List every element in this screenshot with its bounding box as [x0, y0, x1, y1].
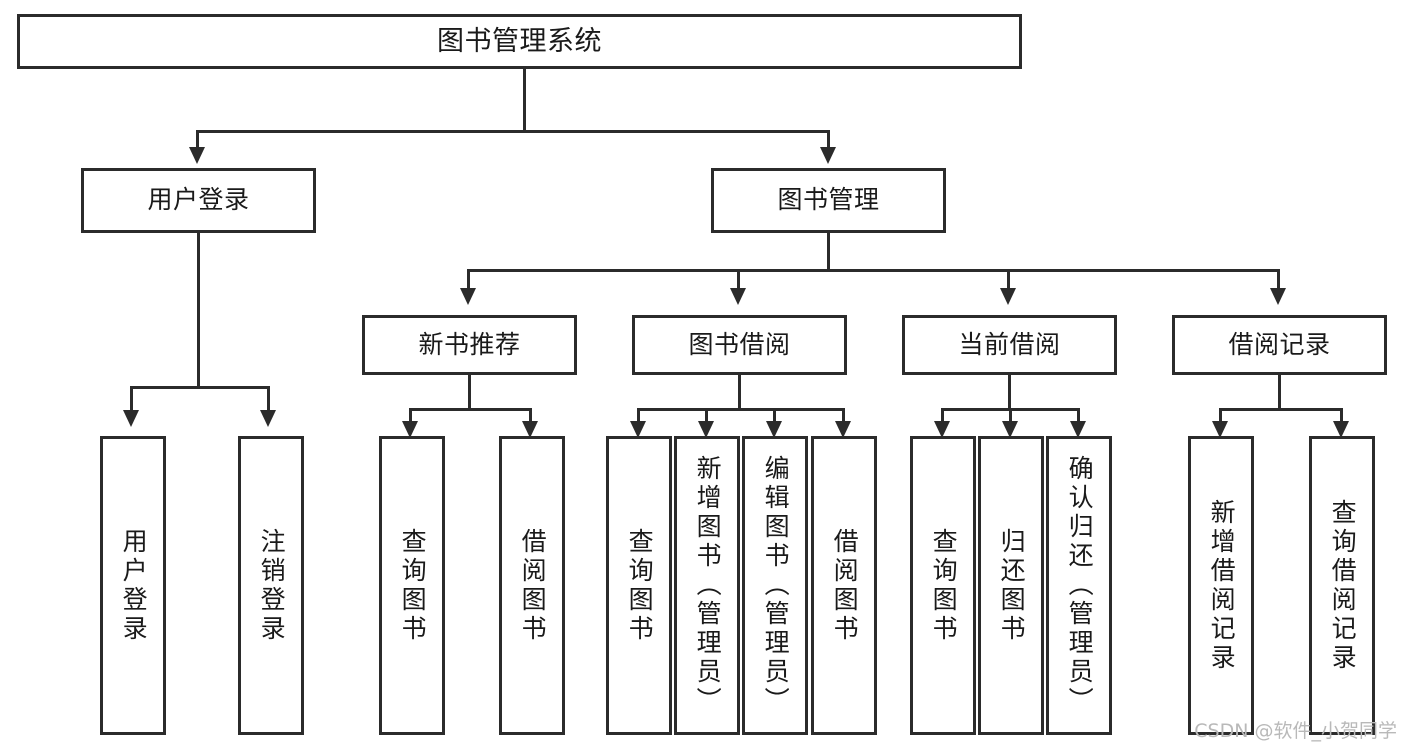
arrowhead-newbook	[460, 288, 476, 305]
node-leaf-logout[interactable]: 注销登录	[238, 436, 304, 735]
node-book-borrow[interactable]: 图书借阅	[632, 315, 847, 375]
node-label: 图书管理系统	[437, 25, 602, 57]
node-leaf-add-borrow-record[interactable]: 新增借阅记录	[1188, 436, 1254, 735]
node-leaf-query-book-borrow[interactable]: 查询图书	[606, 436, 672, 735]
arrowhead-leaf-bookborrow-4	[835, 421, 851, 438]
connector-bookmgmt-to-bookborrow	[737, 269, 740, 289]
connector-currentborrow-leaf-3	[1077, 408, 1080, 424]
connector-bookborrow-bus	[637, 408, 845, 411]
connector-currentborrow-stem	[1008, 375, 1011, 410]
node-label: 查询图书	[929, 527, 959, 644]
arrowhead-leaf-currentborrow-2	[1002, 421, 1018, 438]
connector-bookmgmt-to-newbook	[467, 269, 470, 289]
arrowhead-leaf-newbook-2	[522, 421, 538, 438]
node-label: 用户登录	[147, 185, 250, 215]
connector-userlogin-leaf-2	[267, 386, 270, 411]
node-label: 图书管理	[777, 185, 880, 215]
connector-userlogin-stem	[197, 233, 200, 388]
arrowhead-userlogin	[189, 147, 205, 164]
connector-root-stem	[523, 69, 526, 132]
connector-newbook-bus	[409, 408, 532, 411]
node-label: 查询借阅记录	[1328, 498, 1358, 673]
node-label: 新增图书（管理员）	[693, 455, 723, 716]
node-leaf-confirm-return-admin[interactable]: 确认归还（管理员）	[1046, 436, 1112, 735]
arrowhead-leaf-borrowrecord-2	[1333, 421, 1349, 438]
node-book-management[interactable]: 图书管理	[711, 168, 946, 233]
node-root-system[interactable]: 图书管理系统	[17, 14, 1022, 69]
node-current-borrow[interactable]: 当前借阅	[902, 315, 1117, 375]
connector-userlogin-bus	[130, 386, 270, 389]
connector-borrowrecord-bus	[1219, 408, 1343, 411]
node-leaf-add-book-admin[interactable]: 新增图书（管理员）	[674, 436, 740, 735]
connector-bookborrow-leaf-2	[705, 408, 708, 424]
arrowhead-leaf-user-login	[123, 410, 139, 427]
arrowhead-leaf-currentborrow-3	[1070, 421, 1086, 438]
arrowhead-bookborrow	[730, 288, 746, 305]
connector-bookmgmt-to-borrowrecord	[1277, 269, 1280, 289]
node-label: 查询图书	[398, 527, 428, 644]
connector-borrowrecord-stem	[1278, 375, 1281, 410]
node-label: 用户登录	[119, 527, 149, 644]
node-user-login[interactable]: 用户登录	[81, 168, 316, 233]
arrowhead-leaf-bookborrow-2	[698, 421, 714, 438]
connector-bookborrow-stem	[738, 375, 741, 410]
node-label: 注销登录	[257, 527, 287, 644]
node-label: 当前借阅	[958, 329, 1061, 359]
node-leaf-edit-book-admin[interactable]: 编辑图书（管理员）	[742, 436, 808, 735]
arrowhead-leaf-bookborrow-3	[766, 421, 782, 438]
arrowhead-currentborrow	[1000, 288, 1016, 305]
arrowhead-leaf-currentborrow-1	[934, 421, 950, 438]
node-new-book-recommend[interactable]: 新书推荐	[362, 315, 577, 375]
node-label: 查询图书	[625, 527, 655, 644]
connector-bookborrow-leaf-1	[637, 408, 640, 424]
node-label: 新增借阅记录	[1207, 498, 1237, 673]
connector-userlogin-leaf-1	[130, 386, 133, 411]
connector-root-to-bookmgmt	[827, 130, 830, 148]
arrowhead-borrowrecord	[1270, 288, 1286, 305]
connector-bookmgmt-bus	[467, 269, 1280, 272]
node-label: 借阅记录	[1228, 329, 1331, 359]
node-leaf-query-book-newbook[interactable]: 查询图书	[379, 436, 445, 735]
arrowhead-leaf-bookborrow-1	[630, 421, 646, 438]
node-leaf-borrow-book[interactable]: 借阅图书	[811, 436, 877, 735]
arrowhead-leaf-logout	[260, 410, 276, 427]
node-label: 归还图书	[997, 527, 1027, 644]
connector-newbook-leaf-2	[529, 408, 532, 424]
connector-currentborrow-leaf-2	[1009, 408, 1012, 424]
arrowhead-leaf-newbook-1	[402, 421, 418, 438]
connector-bookborrow-leaf-4	[842, 408, 845, 424]
node-leaf-borrow-book-newbook[interactable]: 借阅图书	[499, 436, 565, 735]
node-label: 确认归还（管理员）	[1065, 455, 1095, 716]
node-borrow-record[interactable]: 借阅记录	[1172, 315, 1387, 375]
arrowhead-leaf-borrowrecord-1	[1212, 421, 1228, 438]
node-leaf-query-book-current[interactable]: 查询图书	[910, 436, 976, 735]
node-label: 图书借阅	[688, 329, 791, 359]
connector-newbook-stem	[468, 375, 471, 410]
connector-newbook-leaf-1	[409, 408, 412, 424]
node-label: 借阅图书	[518, 527, 548, 644]
node-label: 借阅图书	[830, 527, 860, 644]
connector-bookborrow-leaf-3	[773, 408, 776, 424]
connector-currentborrow-leaf-1	[941, 408, 944, 424]
connector-borrowrecord-leaf-1	[1219, 408, 1222, 424]
connector-borrowrecord-leaf-2	[1340, 408, 1343, 424]
connector-bookmgmt-to-currentborrow	[1007, 269, 1010, 289]
node-label: 新书推荐	[418, 329, 521, 359]
arrowhead-bookmgmt	[820, 147, 836, 164]
connector-root-to-userlogin	[196, 130, 199, 148]
node-leaf-return-book[interactable]: 归还图书	[978, 436, 1044, 735]
node-leaf-user-login[interactable]: 用户登录	[100, 436, 166, 735]
connector-root-bus	[196, 130, 830, 133]
connector-bookmgmt-stem	[827, 233, 830, 271]
node-label: 编辑图书（管理员）	[761, 455, 791, 716]
node-leaf-query-borrow-record[interactable]: 查询借阅记录	[1309, 436, 1375, 735]
